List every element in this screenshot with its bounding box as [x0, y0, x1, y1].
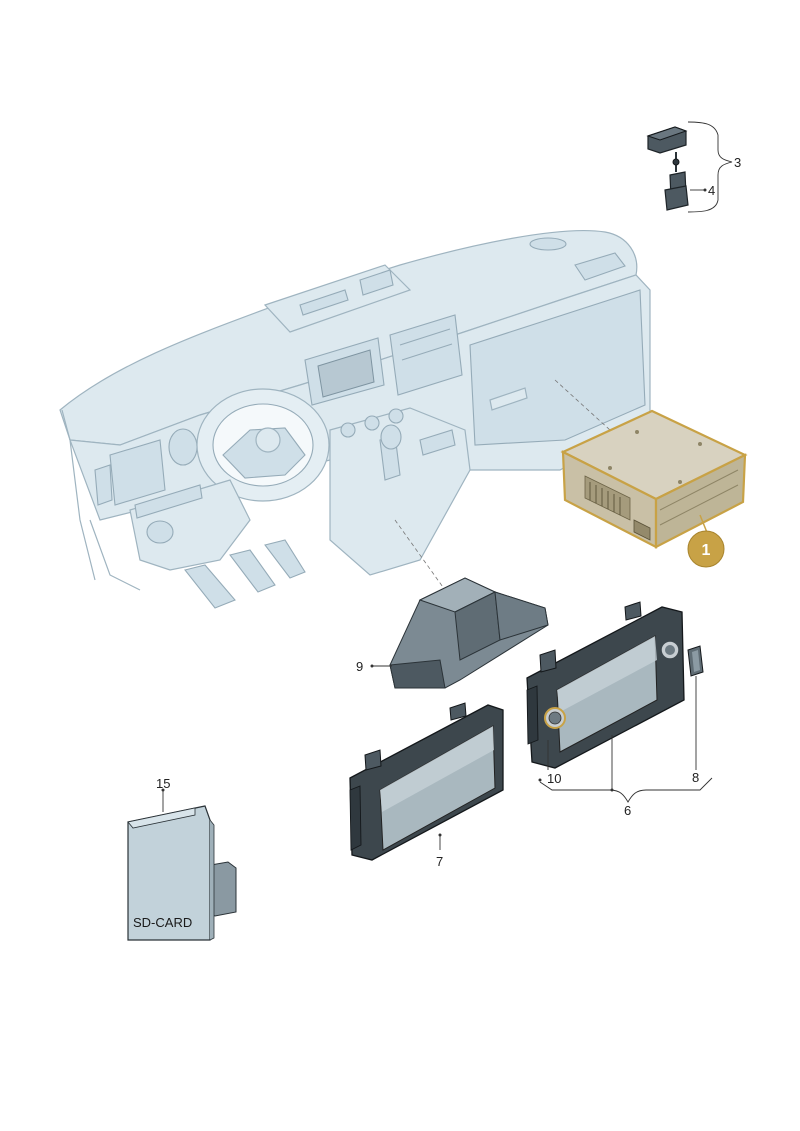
- display-unit-small: [349, 702, 504, 861]
- callout-4: 4: [708, 183, 715, 198]
- callout-15: 15: [156, 776, 170, 791]
- callout-7: 7: [436, 854, 443, 869]
- control-housing: [370, 577, 549, 689]
- sd-card-package: [127, 788, 237, 941]
- callout-9: 9: [356, 659, 363, 674]
- callout-10: 10: [547, 771, 561, 786]
- callout-8: 8: [692, 770, 699, 785]
- dashboard-illustration: [59, 229, 651, 609]
- sd-card-label: SD-CARD: [133, 915, 192, 930]
- antenna-cable-assembly: [646, 121, 733, 213]
- callout-3: 3: [734, 155, 741, 170]
- callout-1-badge: 1: [687, 530, 725, 568]
- display-unit-large: [526, 601, 713, 803]
- radio-control-unit[interactable]: [560, 409, 748, 549]
- callout-6: 6: [624, 803, 631, 818]
- callout-1: 1: [702, 542, 711, 559]
